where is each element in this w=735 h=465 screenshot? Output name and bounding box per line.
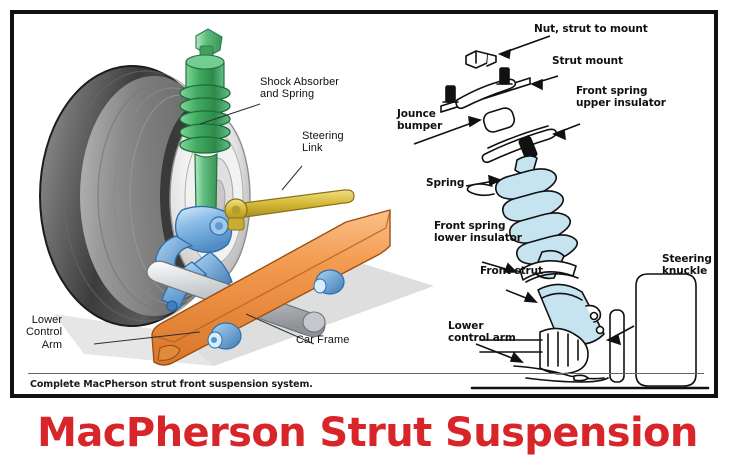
label-car-frame: Car Frame [296, 334, 349, 346]
lower-control-arm-component [513, 365, 609, 383]
caption-divider [28, 372, 704, 374]
label-front-strut: Front strut [480, 265, 543, 278]
wheel-outline [635, 273, 697, 387]
label-strut-mount: Strut mount [552, 55, 623, 68]
label-line-2: control arm [448, 331, 516, 344]
page-title: MacPherson Strut Suspension [37, 409, 698, 456]
label-lower-control-arm: Lower control arm [448, 320, 516, 345]
jounce-bumper-component [482, 107, 516, 133]
label-steering-knuckle: Steering knuckle [662, 253, 712, 278]
label-steering-link: Steering Link [302, 130, 344, 155]
label-line-1: Spring [426, 177, 465, 189]
label-line-2: lower insulator [434, 231, 522, 244]
steering-link [224, 189, 355, 231]
label-line-1: Lower [31, 314, 63, 326]
label-line-2: and Spring [260, 88, 315, 101]
label-line-1: Front spring [576, 85, 648, 97]
label-line-2: knuckle [662, 264, 708, 277]
label-line-1: Front spring [434, 220, 506, 232]
cv-joint-axle [479, 327, 589, 375]
nut-component [465, 50, 497, 69]
right-leader-lines [413, 35, 635, 363]
steering-knuckle-component [609, 309, 625, 383]
label-line-2: upper insulator [576, 96, 666, 109]
label-shock-absorber-and-spring: Shock Absorber and Spring [260, 76, 339, 101]
shock-absorber-and-spring [179, 28, 231, 216]
label-line-1: Steering [302, 130, 344, 142]
label-nut-strut-to-mount: Nut, strut to mount [534, 23, 648, 36]
label-line-2: Link [302, 142, 323, 155]
frame-bushing-front [313, 269, 345, 295]
diagram-panel: Shock Absorber and Spring Steering Link … [10, 10, 718, 398]
label-line-1: Strut mount [552, 55, 623, 67]
label-front-spring-lower-insulator: Front spring lower insulator [434, 220, 522, 245]
front-spring-lower-insulator-component [519, 260, 579, 283]
label-line-1: Steering [662, 253, 712, 265]
car-frame [151, 209, 391, 366]
label-line-1: Front strut [480, 265, 543, 277]
label-line-3: Arm [41, 338, 63, 351]
label-line-1: Shock Absorber [260, 76, 340, 88]
front-spring-upper-insulator-component [481, 125, 557, 164]
label-spring: Spring [426, 177, 465, 190]
label-line-2: Control [26, 326, 63, 339]
strut-mount-component [440, 67, 531, 113]
label-line-1: Lower [448, 320, 484, 332]
label-line-2: bumper [397, 119, 443, 132]
frame-bushing-rear [207, 322, 242, 350]
label-lower-control-arm: Lower Control Arm [26, 314, 62, 351]
left-illustration [14, 14, 714, 394]
label-line-1: Nut, strut to mount [534, 23, 648, 35]
diagram-caption: Complete MacPherson strut front suspensi… [30, 379, 313, 390]
label-line-1: Jounce [397, 108, 436, 120]
label-front-spring-upper-insulator: Front spring upper insulator [576, 85, 666, 110]
label-line-1: Car Frame [296, 334, 350, 346]
label-jounce-bumper: Jounce bumper [397, 108, 443, 133]
right-illustration [14, 14, 714, 394]
left-leader-lines [93, 103, 315, 345]
